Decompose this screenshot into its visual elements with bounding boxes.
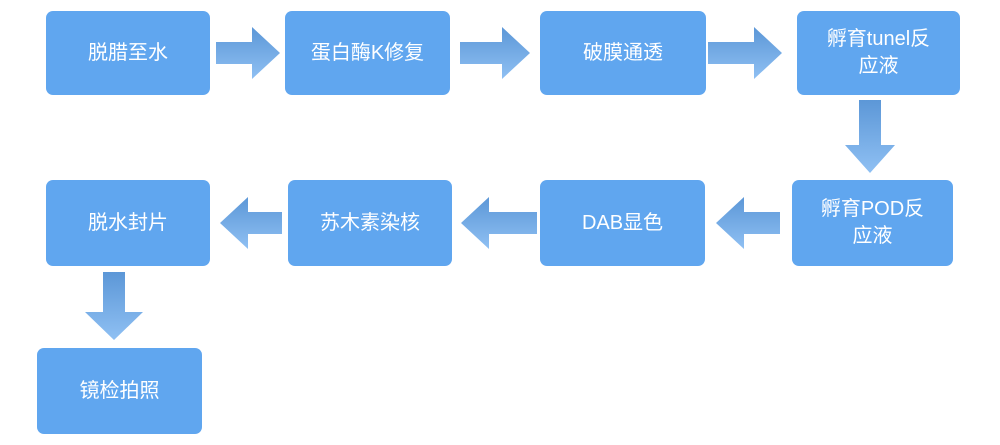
flow-node-pod-incubation: 孵育POD反应液 [792,180,953,266]
flow-node-tunel-incubation: 孵育tunel反应液 [797,11,960,95]
flow-node-microscopy-photo: 镜检拍照 [37,348,202,434]
arrow-right-icon-3 [708,27,782,79]
arrow-down-icon-1 [845,100,895,173]
flow-node-proteinase-k-repair: 蛋白酶K修复 [285,11,450,95]
flow-node-dab-staining: DAB显色 [540,180,705,266]
arrow-right-icon-1 [216,27,280,79]
arrow-right-icon-2 [460,27,530,79]
arrow-left-icon-3 [220,197,282,249]
arrow-down-icon-2 [85,272,143,340]
flow-node-membrane-permeabilization: 破膜通透 [540,11,706,95]
arrow-left-icon-1 [716,197,780,249]
flow-node-hematoxylin-counterstain: 苏木素染核 [288,180,452,266]
flow-node-dewax-to-water: 脱腊至水 [46,11,210,95]
flow-node-dehydrate-mount: 脱水封片 [46,180,210,266]
arrow-left-icon-2 [461,197,537,249]
